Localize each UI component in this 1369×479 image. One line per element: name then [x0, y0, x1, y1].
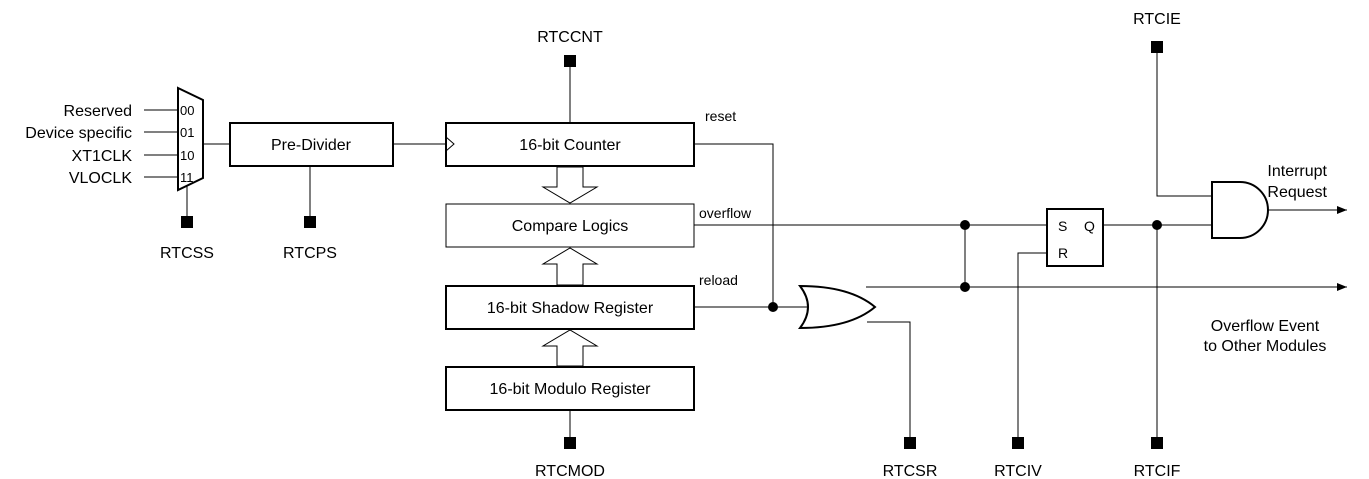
mux-code-00: 00 [180, 103, 194, 118]
overflow-event-line1: Overflow Event [1211, 318, 1320, 335]
interrupt-line1: Interrupt [1267, 163, 1327, 180]
modulo-label: 16-bit Modulo Register [490, 381, 652, 398]
rtcss-port [181, 216, 193, 228]
counter-label: 16-bit Counter [519, 137, 621, 154]
rtcmod-port [564, 437, 576, 449]
rtcsr-port [904, 437, 916, 449]
shadow-label: 16-bit Shadow Register [487, 300, 654, 317]
sr-flipflop: S Q R [1046, 208, 1104, 267]
rtcif-label: RTCIF [1134, 463, 1181, 479]
rtccnt-port [564, 55, 576, 67]
clock-source-mux: 00 01 10 11 [144, 86, 204, 192]
rtccnt-label: RTCCNT [537, 29, 603, 46]
rtcif-port [1151, 437, 1163, 449]
flipflop-q: Q [1084, 218, 1095, 234]
compare-logic-block: Compare Logics [445, 203, 695, 248]
modulo-register-block: 16-bit Modulo Register [445, 366, 695, 411]
reset-signal-label: reset [705, 108, 736, 124]
overflow-signal-label: overflow [699, 205, 752, 221]
mux-code-01: 01 [180, 125, 194, 140]
reset-wire [694, 143, 774, 307]
clock-input-vloclk: VLOCLK [69, 170, 132, 187]
rtcie-wire [1156, 53, 1212, 197]
reload-signal-label: reload [699, 272, 738, 288]
rtcie-port [1151, 41, 1163, 53]
interrupt-line2: Request [1267, 184, 1327, 201]
rtcps-label: RTCPS [283, 245, 337, 262]
clock-input-reserved: Reserved [64, 103, 132, 120]
clock-input-device-specific: Device specific [25, 125, 132, 142]
pre-divider-block: Pre-Divider [229, 122, 394, 167]
rtciv-label: RTCIV [994, 463, 1042, 479]
counter-to-compare-arrow [541, 166, 599, 204]
reload-junction [768, 302, 778, 312]
shadow-register-block: 16-bit Shadow Register [445, 285, 695, 330]
flipflop-s: S [1058, 218, 1067, 234]
pre-divider-label: Pre-Divider [271, 137, 352, 154]
rtcie-label: RTCIE [1133, 11, 1181, 28]
rtcmod-label: RTCMOD [535, 463, 605, 479]
counter-block: 16-bit Counter [445, 122, 695, 167]
modulo-to-shadow-arrow [541, 329, 599, 367]
shadow-to-compare-arrow [541, 247, 599, 286]
rtciv-port [1012, 437, 1024, 449]
rtcps-port [304, 216, 316, 228]
flipflop-r: R [1058, 245, 1068, 261]
rtciv-wire [1017, 252, 1047, 437]
or-gate [797, 284, 877, 330]
rtcss-label: RTCSS [160, 245, 214, 262]
compare-label: Compare Logics [512, 218, 629, 235]
clock-input-triangle [445, 136, 455, 152]
rtcsr-label: RTCSR [883, 463, 938, 479]
mux-code-11: 11 [180, 170, 194, 185]
mux-code-10: 10 [180, 148, 194, 163]
overflow-event-line2: to Other Modules [1204, 338, 1327, 355]
and-gate [1211, 181, 1269, 239]
rtcsr-wire [867, 321, 911, 437]
clock-input-xt1clk: XT1CLK [72, 148, 133, 165]
